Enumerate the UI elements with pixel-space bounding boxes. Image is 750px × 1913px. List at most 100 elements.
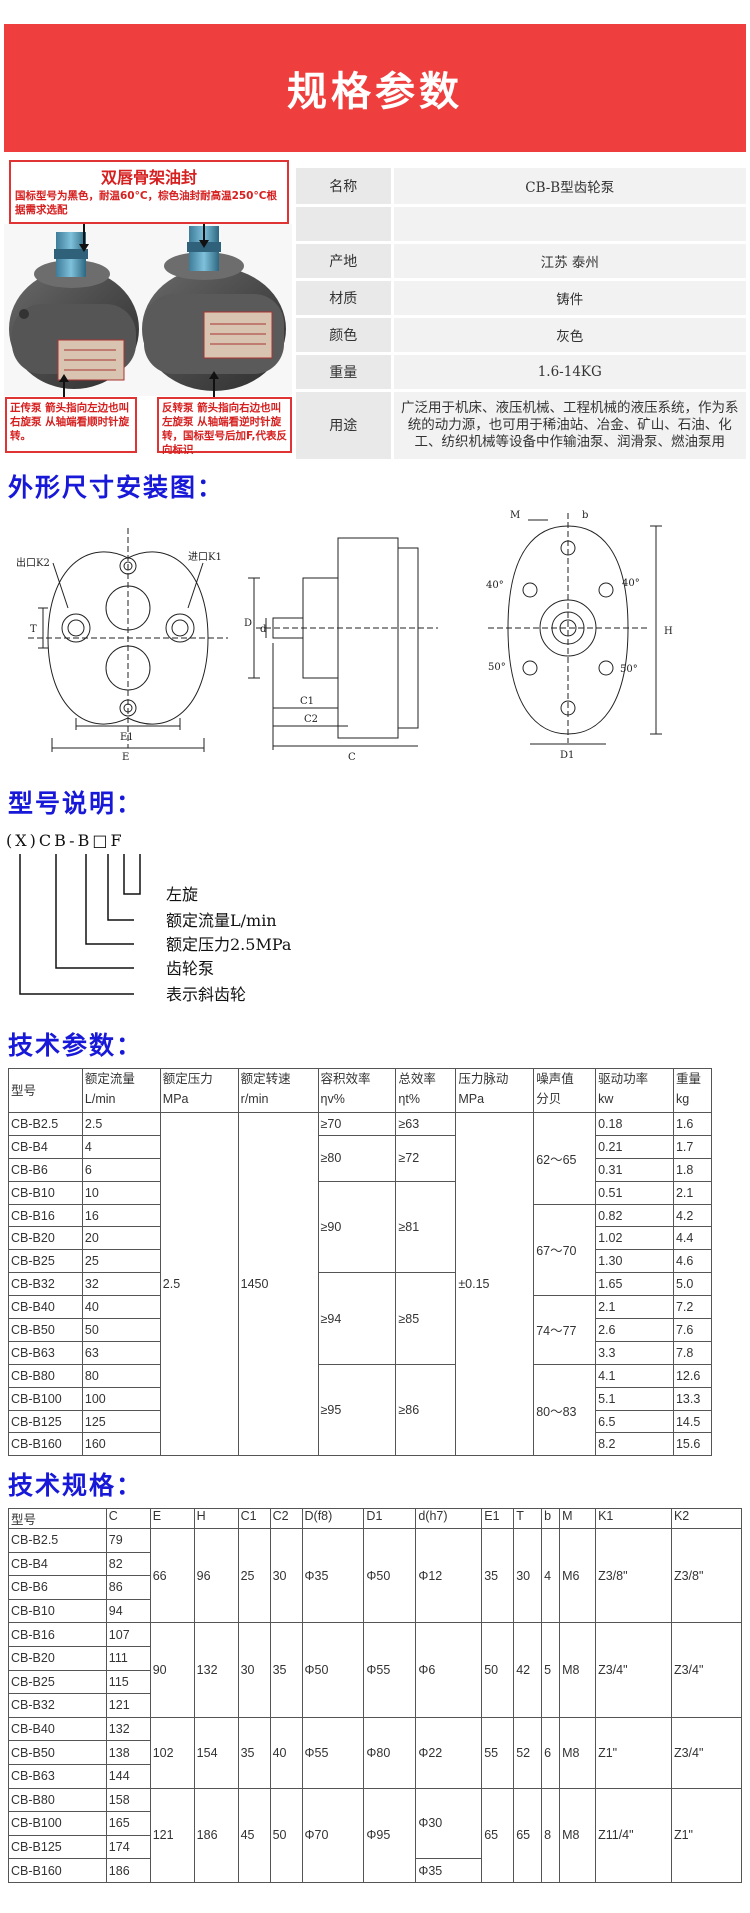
- weight-cell: 13.3: [672, 1386, 713, 1411]
- header-title: 额定压力: [162, 1072, 213, 1086]
- model-cell: CB-B20: [8, 1645, 107, 1671]
- weight-cell: 4.4: [672, 1226, 713, 1251]
- weight-cell: 12.6: [672, 1363, 713, 1388]
- c-cell: 115: [105, 1669, 151, 1695]
- table-header-cell: E1: [481, 1508, 515, 1529]
- header-unit: MPa: [162, 1092, 189, 1106]
- tech-specs-section-title: 技术规格：: [8, 1471, 144, 1500]
- power-cell: 1.65: [595, 1272, 674, 1297]
- flow-cell: 2.5: [81, 1112, 161, 1136]
- table-header-cell: C1: [237, 1508, 271, 1529]
- weight-cell: 15.6: [672, 1432, 713, 1457]
- spec-key: 颜色: [296, 316, 394, 355]
- power-cell: 4.1: [595, 1363, 674, 1388]
- spec-b-cell: 4: [541, 1527, 561, 1624]
- model-code: (X)CB-B□F: [6, 831, 125, 850]
- power-cell: 2.6: [595, 1318, 674, 1342]
- flow-cell: 6: [81, 1157, 161, 1182]
- model-cell: CB-B40: [8, 1295, 83, 1320]
- spec-key: 重量: [296, 353, 394, 392]
- label-h: H: [664, 626, 673, 637]
- spec-h-cell: 96: [193, 1527, 239, 1624]
- spec-d-cell: Φ6: [415, 1622, 483, 1718]
- power-cell: 5.1: [595, 1386, 674, 1411]
- c-cell: 121: [105, 1693, 151, 1718]
- label-e1: E1: [120, 732, 134, 743]
- spec-e1-cell: 55: [481, 1716, 515, 1789]
- spec-h-cell: 154: [193, 1716, 239, 1789]
- model-item-left-rotation: 左旋: [166, 885, 198, 904]
- table-header-cell: H: [193, 1508, 239, 1529]
- noise-cell: 80～83: [533, 1363, 597, 1457]
- spec-key: 产地: [296, 242, 394, 281]
- spec-d-cell: Φ30: [415, 1787, 483, 1860]
- header-unit: ηt%: [398, 1092, 420, 1106]
- noise-cell: 74～77: [533, 1295, 597, 1365]
- label-c2: C2: [304, 714, 318, 725]
- power-cell: 6.5: [595, 1409, 674, 1434]
- header-unit: L/min: [84, 1092, 116, 1106]
- flow-cell: 20: [81, 1226, 161, 1251]
- flow-cell: 160: [81, 1432, 161, 1457]
- oil-seal-note: 国标型号为黑色，耐温60°C，棕色油封耐高温250°C根据需求选配: [15, 190, 277, 216]
- spec-t-cell: 42: [513, 1622, 543, 1718]
- spec-row: 产地江苏 泰州: [296, 242, 746, 281]
- model-cell: CB-B160: [8, 1432, 83, 1457]
- vol-eff-cell: ≥80: [317, 1134, 397, 1182]
- model-section-title: 型号说明：: [8, 789, 144, 818]
- header-title: 重量: [675, 1072, 701, 1086]
- total-eff-cell: ≥81: [395, 1180, 457, 1274]
- label-e: E: [122, 752, 129, 763]
- reverse-pump-label: 反转泵 箭头指向右边也叫左旋泵 从轴端看逆时针旋转，国标型号后加F,代表反向标识: [157, 397, 292, 454]
- spec-row: 颜色灰色: [296, 316, 746, 355]
- spec-d1-cell: Φ80: [363, 1716, 417, 1789]
- rear-view: M b 40° 40° 50° 50° H D1: [486, 510, 673, 761]
- spec-value: [392, 205, 746, 244]
- table-header-cell: T: [513, 1508, 543, 1529]
- c-cell: 158: [105, 1787, 151, 1813]
- power-cell: 0.31: [595, 1157, 674, 1182]
- spec-m-cell: M6: [559, 1527, 597, 1624]
- spec-b-cell: 6: [541, 1716, 561, 1789]
- outline-section-title: 外形尺寸安装图：: [8, 473, 225, 502]
- header-title: 总效率: [398, 1072, 436, 1086]
- spec-row: 用途广泛用于机床、液压机械、工程机械的液压系统，作为系统的动力源，也可用于稀油站…: [296, 390, 746, 462]
- vol-eff-cell: ≥95: [317, 1363, 397, 1457]
- spec-d-cell: Φ55: [301, 1716, 365, 1789]
- header-unit: MPa: [458, 1092, 485, 1106]
- spec-d-cell: Φ22: [415, 1716, 483, 1789]
- header-title: 额定转速: [240, 1072, 291, 1086]
- c-cell: 79: [105, 1528, 151, 1553]
- spec-e1-cell: 35: [481, 1527, 515, 1624]
- model-cell: CB-B16: [8, 1622, 107, 1647]
- header-title: 噪声值: [536, 1072, 574, 1086]
- c-cell: 174: [105, 1834, 151, 1860]
- power-cell: 2.1: [595, 1295, 674, 1320]
- flow-cell: 80: [81, 1363, 161, 1388]
- total-eff-cell: ≥86: [395, 1363, 457, 1457]
- label-port-k2: 出口K2: [16, 556, 50, 569]
- pump-photo-illustration: [4, 224, 292, 397]
- power-cell: 1.02: [595, 1226, 674, 1251]
- model-cell: CB-B100: [8, 1811, 107, 1836]
- spec-key: 名称: [296, 168, 394, 207]
- table-header-cell: d(h7): [415, 1508, 483, 1529]
- spec-k2-cell: Z3/4": [670, 1622, 743, 1718]
- model-code-diagram: (X)CB-B□F 左旋 额定流量L/min 额定压力2.5MPa 齿轮泵 表示…: [6, 831, 292, 1004]
- model-cell: CB-B100: [8, 1386, 83, 1411]
- table-header-cell: D1: [363, 1508, 417, 1529]
- c-cell: 144: [105, 1763, 151, 1789]
- label-t: T: [30, 624, 37, 635]
- spec-e1-cell: 50: [481, 1622, 515, 1718]
- spec-e-cell: 102: [149, 1716, 195, 1789]
- header-unit: 分贝: [536, 1092, 562, 1106]
